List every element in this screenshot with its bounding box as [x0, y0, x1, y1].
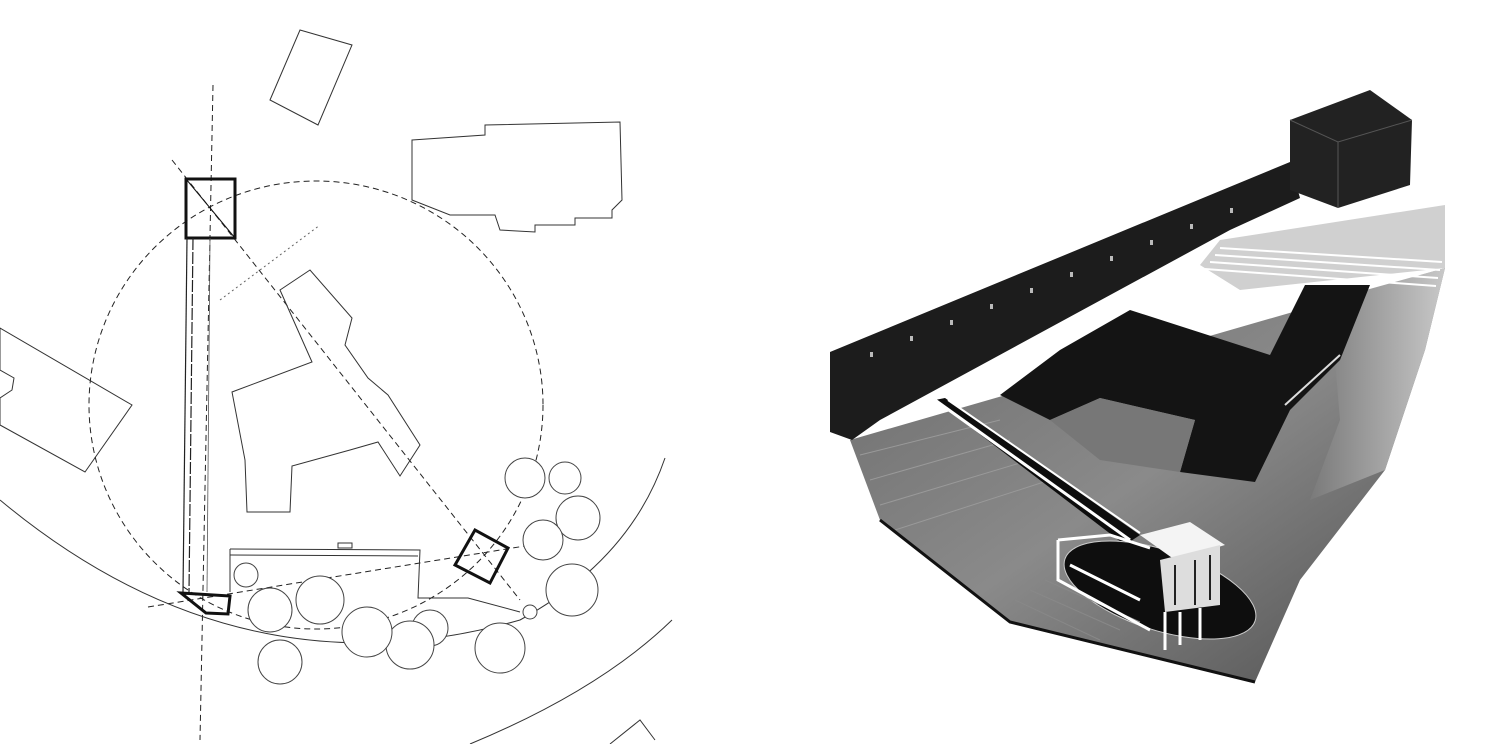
ground-edge [879, 518, 1256, 684]
sightline [219, 224, 321, 301]
long-wall [182, 237, 211, 593]
steps [1204, 247, 1443, 287]
ground-back-light [1200, 205, 1445, 290]
central-building [231, 269, 421, 513]
wall-openings [870, 208, 1233, 357]
building-outline-left [0, 327, 133, 473]
square-pavilion [452, 527, 511, 586]
tower-square [184, 177, 237, 240]
site-circle [88, 180, 544, 630]
long-wall-mass [830, 162, 1300, 440]
site-plan [0, 29, 673, 744]
frame-structure [1056, 533, 1151, 632]
axonometric-view [830, 90, 1445, 684]
road-arc-outer [469, 619, 673, 744]
dark-mass [1000, 285, 1370, 482]
lower-building [229, 542, 521, 613]
entry-wedge [176, 591, 232, 616]
building-outline-right [411, 121, 623, 233]
tower-cube [1290, 90, 1412, 208]
axis-vertical [199, 84, 214, 741]
trees [233, 457, 601, 685]
road-edge-corner [609, 719, 656, 744]
ramp [934, 398, 1141, 545]
axis-diagonal [171, 159, 521, 601]
pavilion [1140, 522, 1225, 650]
building-outline-top [269, 29, 353, 126]
ground-lower-shade [1050, 398, 1195, 472]
